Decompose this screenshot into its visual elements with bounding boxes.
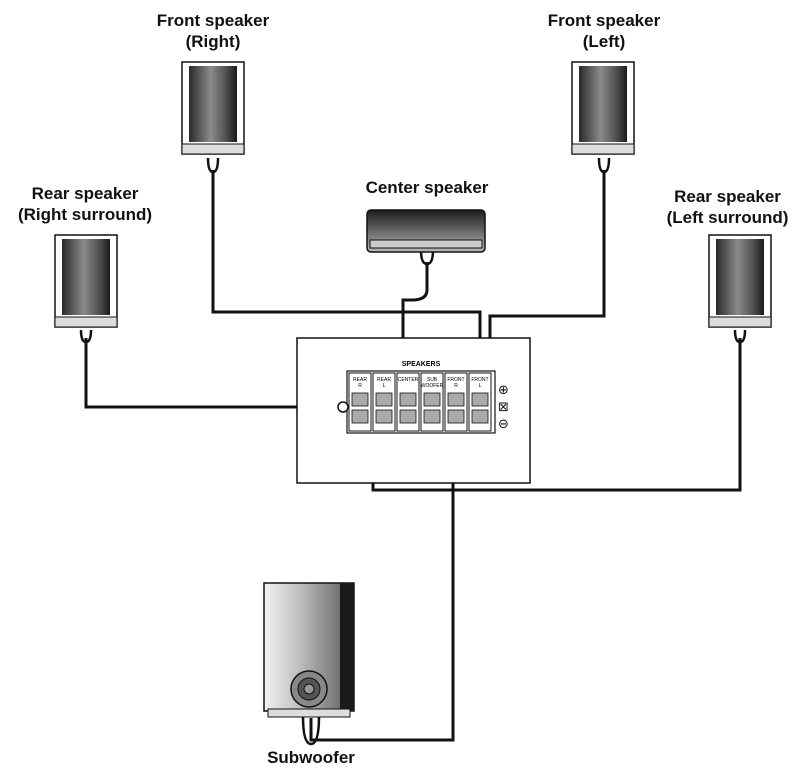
wire-rear-right <box>84 338 340 409</box>
wire-center <box>401 262 429 410</box>
terminal-sublabel: L <box>479 383 482 389</box>
terminal-clip <box>351 409 369 424</box>
label-subwoofer: Subwoofer <box>211 747 411 768</box>
front-left-speaker <box>571 61 635 155</box>
label-front-left-line1: Front speaker <box>547 11 661 30</box>
terminal-label: FRONT <box>447 377 464 383</box>
rear-right-terminal-marker <box>337 401 349 413</box>
terminal-sublabel: L <box>383 383 386 389</box>
label-rear-left-line2: (Left surround) <box>666 208 789 227</box>
label-center: Center speaker <box>327 177 527 198</box>
label-rear-right: Rear speaker (Right surround) <box>0 183 170 225</box>
label-front-left-line2: (Left) <box>582 32 626 51</box>
wire-subwoofer <box>309 410 455 742</box>
label-rear-right-line2: (Right surround) <box>17 205 153 224</box>
center-speaker <box>366 209 486 253</box>
terminal-clip <box>375 392 393 407</box>
front-right-speaker <box>181 61 245 155</box>
terminal-clip <box>471 409 489 424</box>
terminal-sublabel: WOOFER <box>421 383 444 389</box>
label-center-line1: Center speaker <box>365 178 489 197</box>
terminal-clip <box>351 392 369 407</box>
terminal-2: CENTER <box>396 372 420 432</box>
minus-symbol: ⊖ <box>498 417 509 432</box>
terminal-clip <box>471 392 489 407</box>
terminal-sublabel: R <box>454 383 458 389</box>
cross-symbol: ⊠ <box>498 400 509 415</box>
plus-symbol: ⊕ <box>498 383 509 398</box>
terminal-sublabel: R <box>358 383 362 389</box>
terminal-label: REAR <box>353 377 367 383</box>
terminal-label: SUB <box>427 377 438 383</box>
label-subwoofer-line1: Subwoofer <box>267 748 355 767</box>
label-rear-right-line1: Rear speaker <box>31 184 139 203</box>
terminal-clip <box>375 409 393 424</box>
terminal-clip <box>399 392 417 407</box>
label-front-left: Front speaker (Left) <box>504 10 704 52</box>
terminal-clip <box>399 409 417 424</box>
label-front-right-line1: Front speaker <box>156 11 270 30</box>
subwoofer <box>263 582 355 718</box>
terminal-label: FRONT <box>471 377 488 383</box>
label-rear-left: Rear speaker (Left surround) <box>645 186 810 228</box>
rear-right-speaker <box>54 234 118 328</box>
terminal-label: CENTER <box>398 377 419 383</box>
panel-header: SPEAKERS <box>402 361 441 368</box>
terminal-clip <box>423 409 441 424</box>
terminal-label: REAR <box>377 377 391 383</box>
label-rear-left-line1: Rear speaker <box>674 187 781 206</box>
polarity-symbols: ⊕ ⊠ ⊖ <box>498 383 509 432</box>
terminal-clip <box>423 392 441 407</box>
label-front-right: Front speaker (Right) <box>113 10 313 52</box>
terminal-clip <box>447 392 465 407</box>
wire-forks <box>79 157 747 746</box>
label-front-right-line2: (Right) <box>185 32 241 51</box>
terminal-clip <box>447 409 465 424</box>
rear-left-speaker <box>708 234 772 328</box>
